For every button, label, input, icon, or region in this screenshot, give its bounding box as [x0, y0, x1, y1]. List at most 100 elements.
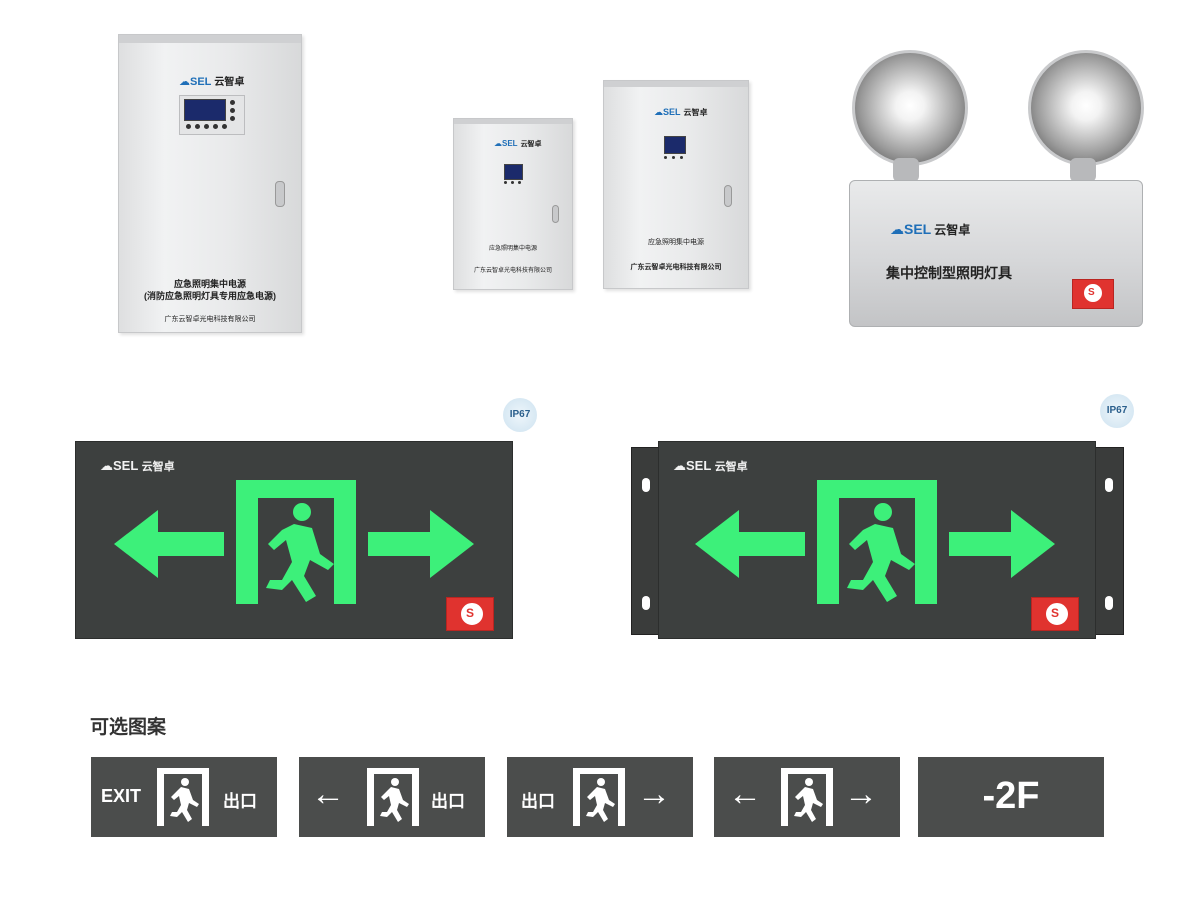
option-left-arrow: ← — [311, 775, 345, 813]
cert-seal-icon: S — [1084, 284, 1102, 302]
panel-button — [186, 124, 191, 129]
indicator-dot — [504, 181, 507, 184]
indicator-dot — [511, 181, 514, 184]
panel-button — [213, 124, 218, 129]
sign-brand-logo: ☁SEL 云智卓 — [673, 458, 748, 474]
brand-text: SEL — [502, 139, 518, 148]
option-pattern-both-arrows[interactable]: ← → — [714, 757, 900, 837]
panel-button — [222, 124, 227, 129]
option-floor-text: -2F — [982, 775, 1040, 817]
option-pattern-exit[interactable]: EXIT 出口 — [91, 757, 277, 837]
door-frame-left — [817, 480, 839, 604]
cabinet-company: 广东云智卓光电科技有限公司 — [164, 316, 256, 323]
ip67-badge: IP67 — [503, 398, 537, 432]
lamp-label: 集中控制型照明灯具 — [886, 265, 1012, 281]
option-right-text: 出口 — [223, 792, 257, 811]
door-frame-top — [817, 480, 937, 498]
cloud-logo-icon: ☁ — [890, 221, 904, 237]
cabinet-label-2: (消防应急照明灯具专用应急电源) — [144, 291, 276, 301]
cloud-logo-icon: ☁ — [179, 76, 190, 88]
door-frame-right — [915, 480, 937, 604]
left-arrow-icon — [695, 510, 805, 578]
certification-label: S — [1031, 597, 1079, 631]
door-handle — [275, 181, 285, 207]
screw-slot — [642, 596, 650, 610]
option-pattern-left-arrow[interactable]: ← 出口 — [299, 757, 485, 837]
brand-text: SEL — [190, 76, 212, 88]
right-arrow-icon — [368, 510, 474, 578]
lamp-neck-left — [893, 158, 919, 182]
indicator-dot — [680, 156, 683, 159]
right-arrow-icon — [949, 510, 1055, 578]
cert-seal-icon: S — [1046, 603, 1068, 625]
running-man-door-icon — [367, 768, 419, 826]
brand-cn-text: 云智卓 — [520, 141, 542, 148]
screw-slot — [1105, 596, 1113, 610]
cabinet-label: 应急照明集中电源 — [488, 246, 537, 252]
cabinet-label-1: 应急照明集中电源 — [173, 279, 246, 289]
cabinet-company: 广东云智卓光电科技有限公司 — [473, 268, 552, 274]
brand-cn-text: 云智卓 — [141, 461, 175, 473]
brand-cn-text: 云智卓 — [714, 461, 748, 473]
option-left-text: 出口 — [521, 792, 555, 811]
cloud-logo-icon: ☁ — [494, 139, 502, 148]
cloud-logo-icon: ☁ — [100, 458, 113, 473]
indicator-dot — [230, 116, 235, 121]
lamp-neck-right — [1070, 158, 1096, 182]
door-handle — [724, 185, 732, 207]
option-right-arrow: → — [637, 775, 671, 813]
exit-pictogram — [114, 480, 474, 604]
option-right-arrow: → — [844, 775, 878, 813]
brand-cn-text: 云智卓 — [934, 223, 971, 237]
screw-slot — [642, 478, 650, 492]
running-man-door-icon — [781, 768, 833, 826]
panel-button — [204, 124, 209, 129]
door-frame-top — [236, 480, 356, 498]
cert-seal-icon: S — [461, 603, 483, 625]
sign-brand-logo: ☁SEL 云智卓 — [100, 458, 175, 474]
brand-text: SEL — [113, 458, 139, 473]
options-title: 可选图案 — [90, 717, 167, 738]
option-right-text: 出口 — [431, 792, 465, 811]
cloud-logo-icon: ☁ — [654, 107, 663, 117]
option-left-arrow: ← — [728, 775, 762, 813]
door-frame-left — [236, 480, 258, 604]
exit-sign-flat: ☁SEL 云智卓 S — [75, 441, 513, 639]
indicator-dot — [230, 108, 235, 113]
option-pattern-right-arrow[interactable]: 出口 → — [507, 757, 693, 837]
running-man-icon — [847, 503, 915, 602]
cabinet-label: 应急照明集中电源 — [648, 239, 704, 246]
running-man-door-icon — [573, 768, 625, 826]
running-man-door-icon — [157, 768, 209, 826]
exit-pictogram — [695, 480, 1055, 604]
indicator-dot — [664, 156, 667, 159]
brand-text: SEL — [663, 107, 681, 117]
mounting-ear-left — [631, 447, 663, 635]
option-pattern-floor[interactable]: -2F — [918, 757, 1104, 837]
screw-slot — [1105, 478, 1113, 492]
control-panel — [179, 95, 245, 135]
indicator-dot — [518, 181, 521, 184]
brand-cn-text: 云智卓 — [214, 77, 245, 88]
panel-button — [195, 124, 200, 129]
lamp-head-left — [852, 50, 968, 166]
cloud-logo-icon: ☁ — [673, 458, 686, 473]
certification-label: S — [446, 597, 494, 631]
cabinet-top-edge — [454, 119, 572, 124]
cabinet-top-edge — [119, 35, 301, 43]
option-left-text: EXIT — [101, 786, 142, 806]
door-frame-right — [334, 480, 356, 604]
ip67-badge: IP67 — [1100, 394, 1134, 428]
lcd-display — [664, 136, 686, 154]
door-handle — [552, 205, 559, 223]
running-man-icon — [266, 503, 334, 602]
brand-cn-text: 云智卓 — [683, 108, 708, 117]
exit-sign-with-ears: ☁SEL 云智卓 S — [658, 441, 1096, 639]
